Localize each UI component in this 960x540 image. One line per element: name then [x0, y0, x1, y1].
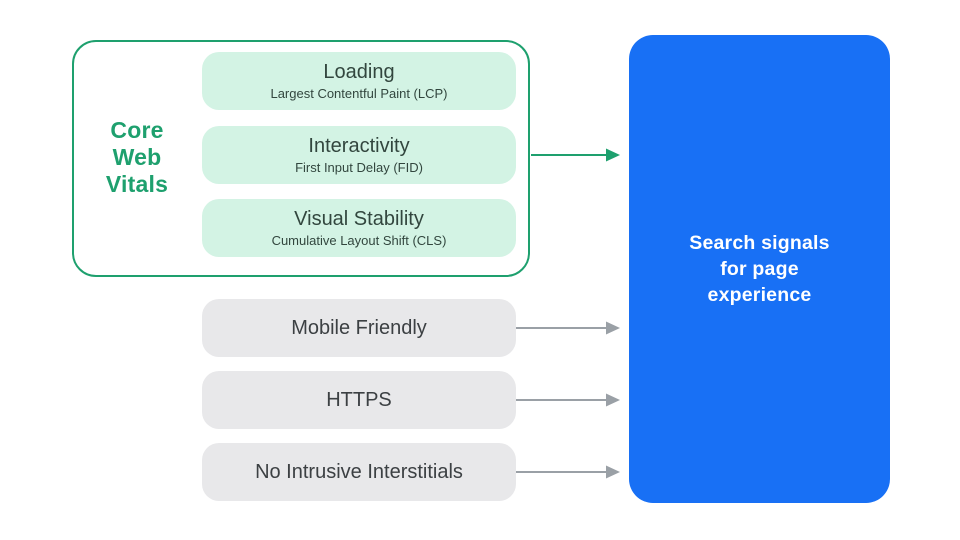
pill-subtitle: Cumulative Layout Shift (CLS)	[271, 233, 447, 248]
pill-title: Mobile Friendly	[291, 317, 427, 339]
search-signals-box: Search signals for page experience	[629, 35, 890, 503]
signal-pill-https: HTTPS	[202, 371, 516, 429]
search-signals-label: Search signals for page experience	[689, 232, 830, 306]
https-arrow-icon	[516, 393, 620, 407]
signal-pill-mobile-friendly: Mobile Friendly	[202, 299, 516, 357]
pill-subtitle: Largest Contentful Paint (LCP)	[270, 86, 448, 101]
pill-title: No Intrusive Interstitials	[255, 461, 463, 483]
core-web-vitals-group	[72, 40, 530, 277]
pill-title: Loading	[323, 61, 395, 83]
pill-title: Interactivity	[308, 135, 410, 157]
interstitials-arrow-icon	[516, 465, 620, 479]
cwv-pill-interactivity: Interactivity First Input Delay (FID)	[202, 126, 516, 184]
pill-title: Visual Stability	[294, 208, 424, 230]
signal-pill-no-intrusive-interstitials: No Intrusive Interstitials	[202, 443, 516, 501]
cwv-pill-loading: Loading Largest Contentful Paint (LCP)	[202, 52, 516, 110]
cwv-arrow-icon	[531, 148, 620, 162]
pill-title: HTTPS	[326, 389, 392, 411]
mobile-friendly-arrow-icon	[516, 321, 620, 335]
core-web-vitals-label: Core Web Vitals	[105, 117, 169, 197]
pill-subtitle: First Input Delay (FID)	[295, 160, 423, 175]
cwv-pill-visual-stability: Visual Stability Cumulative Layout Shift…	[202, 199, 516, 257]
